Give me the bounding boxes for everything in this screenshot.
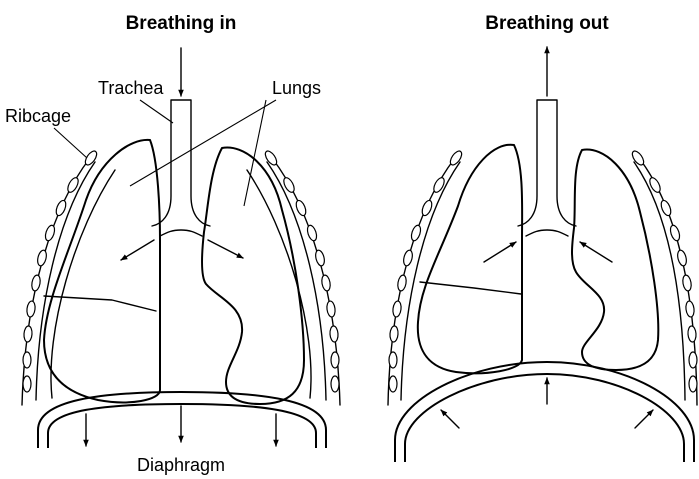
exhale-panel: Breathing out <box>388 13 697 462</box>
trachea-label: Trachea <box>98 78 164 98</box>
inhale-left-lung <box>44 140 160 403</box>
exhale-diaphragm-arrow-3 <box>635 410 653 428</box>
diaphragm-label: Diaphragm <box>137 455 225 475</box>
exhale-right-lung <box>572 150 658 370</box>
inhale-rib-beads <box>23 149 339 392</box>
exhale-diaphragm <box>395 362 694 462</box>
inhale-trachea <box>152 100 210 226</box>
exhale-diaphragm-arrow-2 <box>441 410 459 428</box>
exhale-left-lung <box>418 145 522 374</box>
ribcage-label: Ribcage <box>5 106 71 126</box>
inhale-diaphragm <box>38 392 326 448</box>
inhale-expand-arrow-left <box>121 240 154 260</box>
lungs-label: Lungs <box>272 78 321 98</box>
exhale-contract-arrow-right <box>580 242 612 262</box>
inhale-expand-arrow-right <box>208 240 243 258</box>
exhale-trachea <box>518 100 576 226</box>
exhale-rib-beads <box>389 149 697 392</box>
inhale-title: Breathing in <box>126 13 237 34</box>
exhale-contract-arrow-left <box>484 242 516 262</box>
inhale-panel: Breathing in <box>5 13 340 475</box>
exhale-title: Breathing out <box>485 13 609 34</box>
